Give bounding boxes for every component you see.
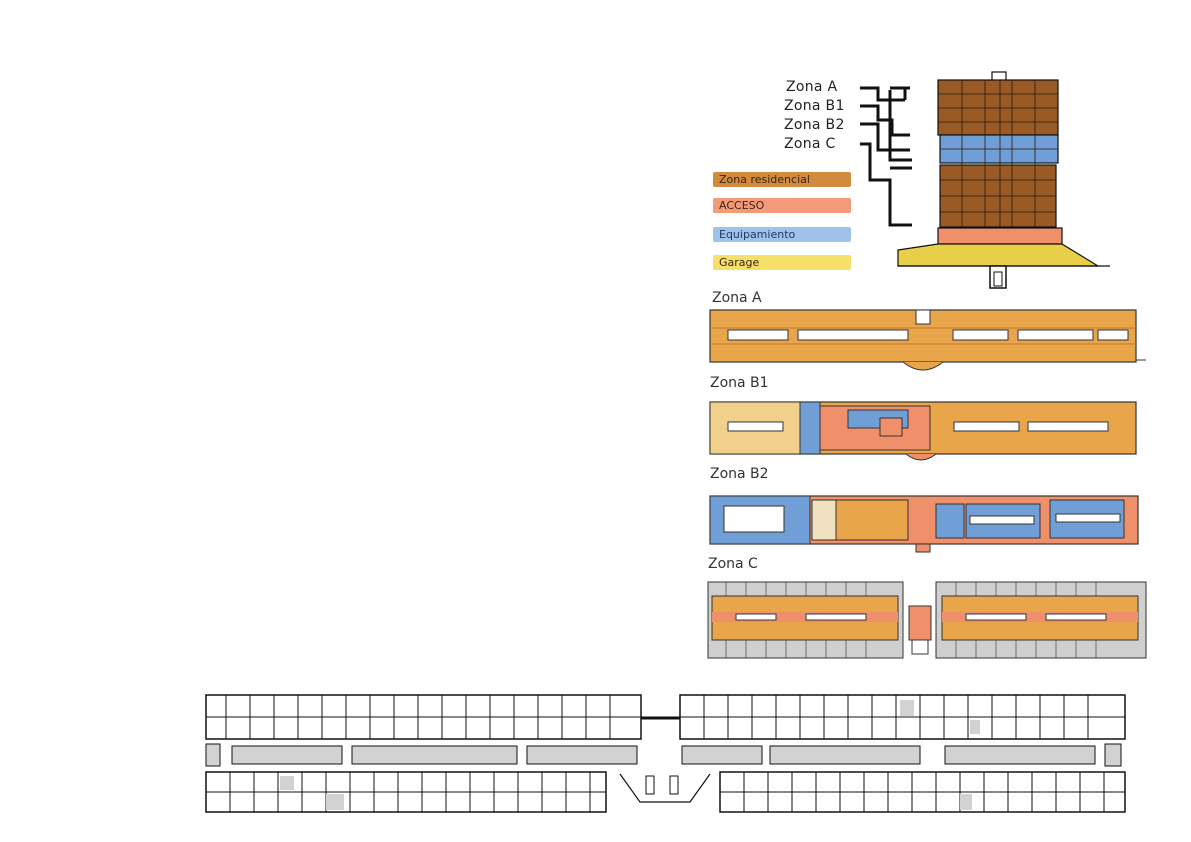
plan-zona-a-drawing bbox=[709, 309, 1146, 371]
section-acceso-band bbox=[937, 227, 1063, 245]
plan-label-zona-c: Zona C bbox=[708, 556, 758, 572]
plan-label-zona-b2: Zona B2 bbox=[710, 466, 769, 482]
section-drawing bbox=[860, 71, 1110, 289]
legend-garage-label: Garage bbox=[719, 256, 760, 269]
section-leader-lines bbox=[860, 86, 912, 227]
main-floor-plan bbox=[200, 690, 1130, 820]
section-zone-ref-a: Zona A bbox=[786, 79, 838, 95]
section-garage-base bbox=[897, 243, 1101, 267]
legend-equipamiento: Equipamiento bbox=[713, 227, 851, 242]
plan-zona-b1-drawing bbox=[709, 401, 1137, 461]
legend-acceso-label: ACCESO bbox=[719, 199, 765, 212]
plan-label-zona-b1: Zona B1 bbox=[710, 375, 769, 391]
main-floor-plan-drawing bbox=[205, 694, 1126, 813]
plan-zona-a bbox=[708, 308, 1148, 378]
legend-residencial: Zona residencial bbox=[713, 172, 851, 187]
plan-label-zona-a: Zona A bbox=[712, 290, 762, 306]
plan-zona-b2 bbox=[708, 492, 1148, 557]
plan-zona-c bbox=[706, 578, 1150, 663]
legend-residencial-label: Zona residencial bbox=[719, 173, 810, 186]
legend-garage: Garage bbox=[713, 255, 851, 270]
section-zone-ref-b2: Zona B2 bbox=[784, 117, 845, 133]
plan-zona-c-drawing bbox=[707, 581, 1147, 659]
legend-acceso: ACCESO bbox=[713, 198, 851, 213]
building-section bbox=[700, 60, 1140, 290]
plan-zona-b2-drawing bbox=[709, 495, 1139, 553]
section-zone-ref-c: Zona C bbox=[784, 136, 836, 152]
section-residential-top bbox=[937, 79, 1059, 136]
legend-equipamiento-label: Equipamiento bbox=[719, 228, 796, 241]
plan-zona-b1 bbox=[708, 398, 1148, 463]
section-zone-ref-b1: Zona B1 bbox=[784, 98, 845, 114]
